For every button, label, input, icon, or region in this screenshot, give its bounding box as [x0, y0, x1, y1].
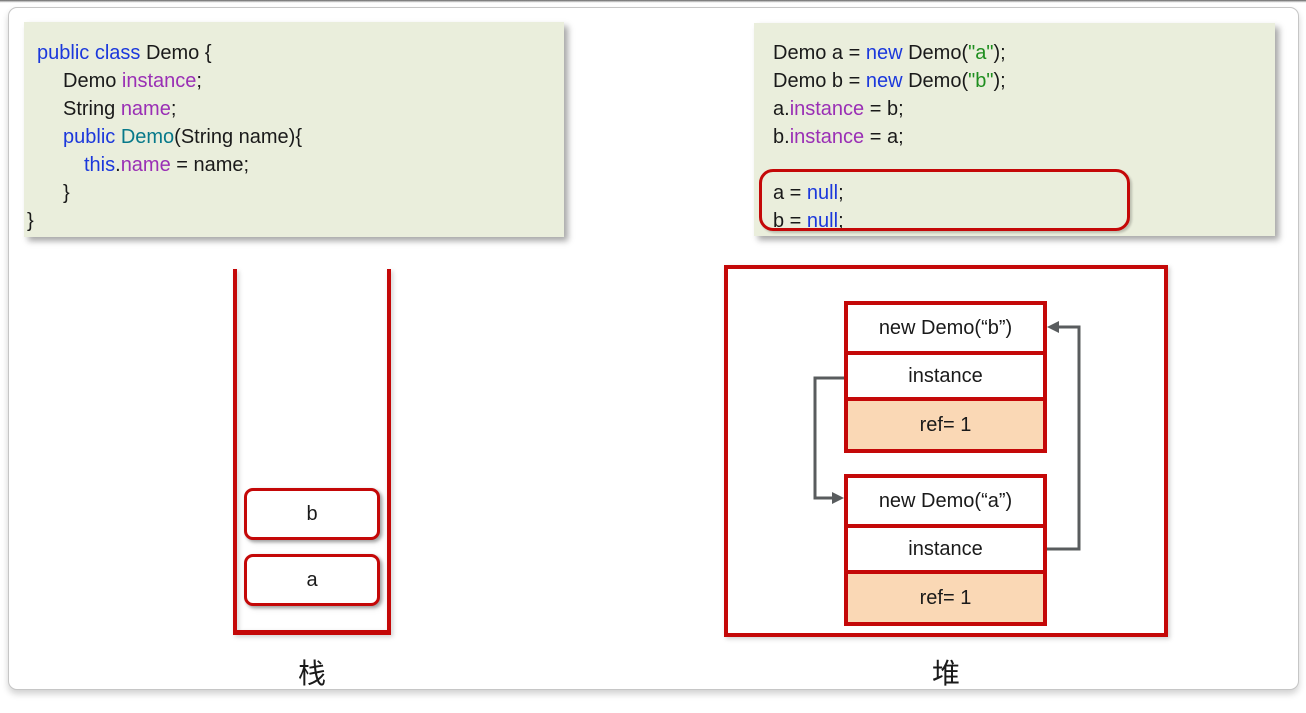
- heap-object-field: instance: [848, 351, 1043, 397]
- code-token: new: [865, 70, 903, 92]
- code-token: instance: [789, 126, 865, 148]
- code-line: Demo b = new Demo("b");: [754, 67, 1275, 95]
- code-token: = name;: [170, 154, 250, 176]
- code-token: Demo: [120, 126, 175, 148]
- code-line: a = null;: [754, 179, 1275, 207]
- code-token: ;: [170, 98, 177, 120]
- code-token: Demo(: [902, 70, 969, 92]
- code-token: Demo b =: [773, 70, 866, 92]
- code-token: ;: [838, 182, 844, 204]
- code-token: Demo: [63, 70, 122, 92]
- code-line: }: [24, 207, 564, 235]
- stack-label: 栈: [297, 658, 326, 689]
- code-line: Demo a = new Demo("a");: [754, 39, 1275, 67]
- code-line: public class Demo {: [24, 39, 564, 67]
- code-token: Demo(: [902, 42, 969, 64]
- code-token: a.: [773, 98, 790, 120]
- code-token: );: [993, 70, 1006, 92]
- stack-frame-b: b: [244, 488, 380, 540]
- code-token: Demo a =: [773, 42, 866, 64]
- code-token: (String name){: [174, 126, 303, 148]
- stack-frame-a: a: [244, 554, 380, 606]
- code-token: a =: [773, 182, 807, 204]
- code-token: null: [806, 210, 839, 232]
- code-token: Demo {: [140, 42, 212, 64]
- code-line: String name;: [24, 95, 564, 123]
- heap-object-title: new Demo(“a”): [848, 478, 1043, 524]
- code-token: );: [993, 42, 1006, 64]
- code-token: name: [120, 98, 171, 120]
- code-token: "b": [968, 70, 994, 92]
- heap-object-title: new Demo(“b”): [848, 305, 1043, 351]
- code-line: }: [24, 179, 564, 207]
- heap-ref-count: ref= 1: [848, 397, 1043, 449]
- heap-ref-count: ref= 1: [848, 570, 1043, 622]
- class-definition-code-block: public class Demo {Demo instance;String …: [24, 22, 564, 237]
- code-token: public class: [37, 42, 141, 64]
- heap-object-field: instance: [848, 524, 1043, 570]
- code-token: b.: [773, 126, 790, 148]
- code-token: String: [63, 98, 121, 120]
- memory-diagram-card: public class Demo {Demo instance;String …: [8, 7, 1299, 690]
- code-line: Demo instance;: [24, 67, 564, 95]
- code-token: b =: [773, 210, 807, 232]
- heap-object-a: new Demo(“a”) instance ref= 1: [844, 474, 1047, 626]
- code-token: this: [84, 154, 116, 176]
- code-token: new: [865, 42, 903, 64]
- code-line: b.instance = a;: [754, 123, 1275, 151]
- code-token: name: [120, 154, 171, 176]
- code-token: instance: [789, 98, 865, 120]
- stack-container: b a: [233, 269, 391, 635]
- code-token: .: [115, 154, 121, 176]
- code-token: ;: [838, 210, 844, 232]
- code-token: = b;: [864, 98, 904, 120]
- code-token: }: [27, 210, 34, 232]
- code-line: a.instance = b;: [754, 95, 1275, 123]
- code-line: b = null;: [754, 207, 1275, 235]
- code-token: null: [806, 182, 839, 204]
- null-assignment-highlight: [759, 169, 1130, 231]
- code-line: public Demo(String name){: [24, 123, 564, 151]
- code-token: instance: [121, 70, 197, 92]
- code-token: }: [63, 182, 70, 204]
- heap-label: 堆: [931, 658, 960, 689]
- code-token: "a": [968, 42, 994, 64]
- main-code-block: Demo a = new Demo("a");Demo b = new Demo…: [754, 23, 1275, 236]
- code-line: this.name = name;: [24, 151, 564, 179]
- top-crop-shadow: [0, 0, 1306, 3]
- code-token: = a;: [864, 126, 904, 148]
- code-token: public: [63, 126, 121, 148]
- code-token: ;: [196, 70, 202, 92]
- heap-object-b: new Demo(“b”) instance ref= 1: [844, 301, 1047, 453]
